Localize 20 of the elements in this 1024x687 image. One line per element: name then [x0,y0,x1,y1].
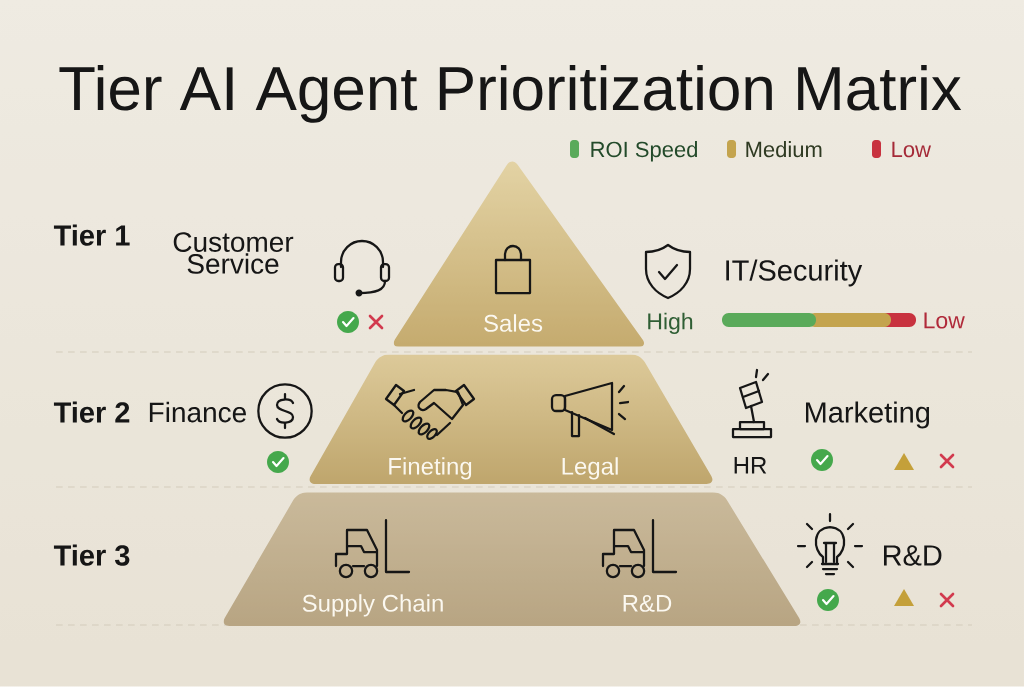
tier-label: Tier 1 [53,224,130,246]
tier-label: Tier 2 [53,401,130,423]
tier-label: Tier 3 [53,544,130,566]
category-label: R&D [884,545,942,566]
category-label: Marketing [806,401,930,429]
band-label: Fineting [389,457,472,480]
legend-label: Low [892,141,931,158]
band-label: Legal [562,457,618,480]
category-label: Finance [149,401,246,423]
scale-label: High [648,312,693,335]
category-label: Customer Service [173,232,294,274]
legend-label: Medium [746,141,822,158]
scale-label: Low [924,312,965,329]
legend-label: ROI Speed [591,141,697,162]
band-label: Supply Chain [302,594,443,617]
band-label: R&D [623,595,672,612]
title: Tier AI Agent Prioritization Matrix [59,65,962,123]
category-label: IT/Security [726,259,863,287]
category-label: HR [734,457,767,474]
band-label: Sales [484,314,543,332]
